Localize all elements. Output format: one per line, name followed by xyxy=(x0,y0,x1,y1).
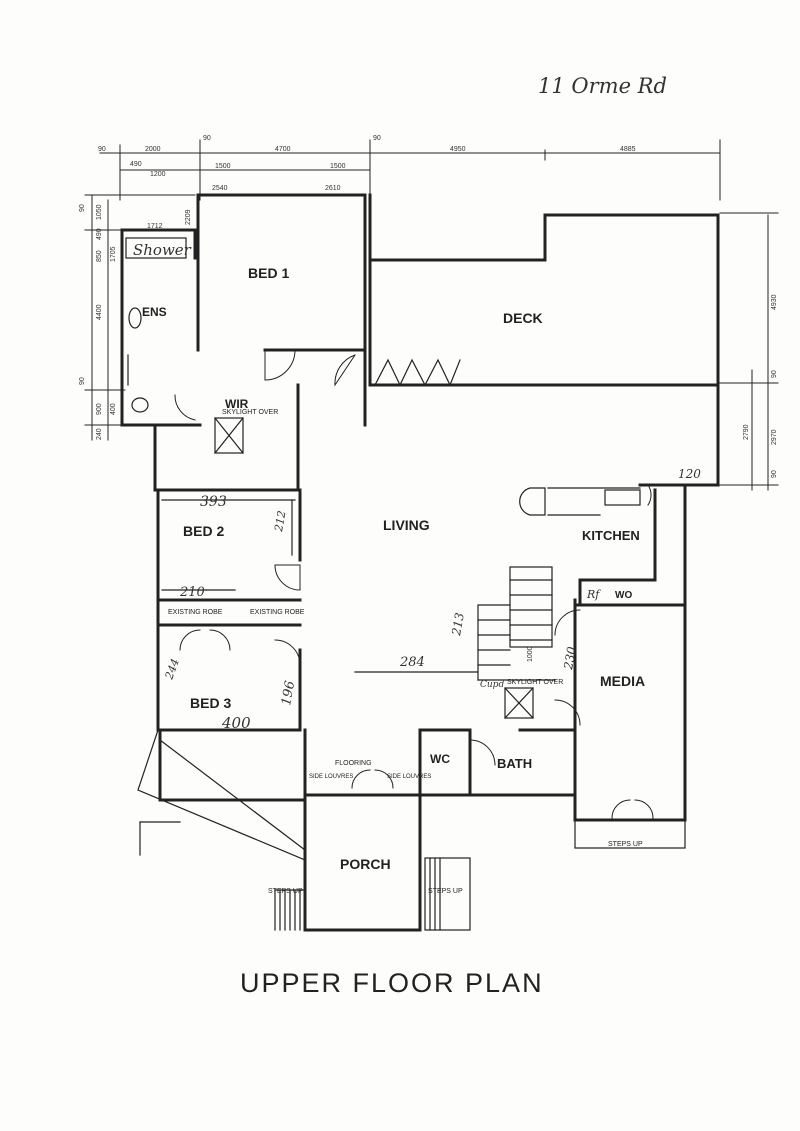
note-steps-up-right: STEPS UP xyxy=(428,888,463,895)
dim-top-1: 2000 xyxy=(145,146,161,153)
dim-right-3: 2970 xyxy=(771,429,778,445)
dim-right-4: 90 xyxy=(771,470,778,478)
dim-left-4: 1705 xyxy=(110,246,117,262)
hand-dim-400: 400 xyxy=(221,714,251,732)
hand-dim-213: 213 xyxy=(449,611,467,637)
dim-top-sub-2: 1500 xyxy=(215,163,231,170)
dim-left-3: 490 xyxy=(96,228,103,240)
note-side-louvres-right: SIDE LOUVRES xyxy=(387,774,431,780)
hand-dim-244: 244 xyxy=(162,657,182,682)
hand-dim-120: 120 xyxy=(678,467,701,481)
dim-top-5: 4950 xyxy=(450,146,466,153)
dim-top-0: 90 xyxy=(98,146,106,153)
room-label-ens: ENS xyxy=(142,305,167,319)
dim-right-2: 2790 xyxy=(743,424,750,440)
plan-title: UPPER FLOOR PLAN xyxy=(240,968,544,998)
note-skylight-stair: SKYLIGHT OVER xyxy=(507,679,563,686)
room-label-shower: Shower xyxy=(133,241,192,259)
dim-top-sub-3: 1500 xyxy=(330,163,346,170)
note-skylight-wir: SKYLIGHT OVER xyxy=(222,409,278,416)
dim-left-1: 1050 xyxy=(96,204,103,220)
dim-top-3: 4700 xyxy=(275,146,291,153)
room-label-bed2: BED 2 xyxy=(183,523,224,539)
note-steps-up-media: STEPS UP xyxy=(608,841,643,848)
hand-dim-210: 210 xyxy=(179,585,205,600)
right-dimension-lines xyxy=(719,212,779,491)
dim-left-2: 850 xyxy=(96,250,103,262)
room-label-kitchen: KITCHEN xyxy=(582,528,640,543)
dim-top-4: 90 xyxy=(373,135,381,142)
dim-left-9: 240 xyxy=(96,428,103,440)
dim-left-5: 4400 xyxy=(96,304,103,320)
room-label-wo: WO xyxy=(615,590,632,601)
hand-dim-1000: 1000 xyxy=(527,646,534,662)
hand-dim-212: 212 xyxy=(272,510,289,534)
dim-top-sub-5: 2610 xyxy=(325,185,341,192)
hand-dim-284: 284 xyxy=(399,655,425,670)
dim-top-2: 90 xyxy=(203,135,211,142)
dim-left-7: 900 xyxy=(96,403,103,415)
dim-left-10: 1712 xyxy=(147,223,163,230)
dim-top-sub-0: 490 xyxy=(130,161,142,168)
dim-right-0: 4930 xyxy=(771,294,778,310)
room-label-rf: Rf xyxy=(586,588,601,601)
note-flooring: FLOORING xyxy=(335,760,372,767)
room-label-bed3: BED 3 xyxy=(190,695,231,711)
top-dimension-text: 90 2000 90 4700 90 4950 4885 490 1200 15… xyxy=(98,135,636,192)
dim-right-1: 90 xyxy=(771,370,778,378)
hand-dim-196: 196 xyxy=(279,680,298,707)
room-label-living: LIVING xyxy=(383,517,430,533)
dim-top-sub-4: 2540 xyxy=(212,185,228,192)
room-label-deck: DECK xyxy=(503,310,543,326)
room-label-bed1: BED 1 xyxy=(248,265,289,281)
hand-dim-230: 230 xyxy=(561,645,579,671)
dim-top-6: 4885 xyxy=(620,146,636,153)
dim-left-6: 90 xyxy=(79,377,86,385)
note-existing-robe-bed3: EXISTING ROBE xyxy=(250,609,305,616)
dim-left-11: 2209 xyxy=(185,209,192,225)
dim-left-8: 400 xyxy=(110,403,117,415)
room-label-wc: WC xyxy=(430,752,450,766)
room-label-porch: PORCH xyxy=(340,856,391,872)
room-label-wir: WIR xyxy=(225,397,249,411)
dim-top-sub-1: 1200 xyxy=(150,171,166,178)
room-label-bath: BATH xyxy=(497,756,532,771)
room-label-media: MEDIA xyxy=(600,673,645,689)
left-dimension-text: 90 1050 850 490 1705 4400 90 900 400 240… xyxy=(79,204,192,440)
dim-left-0: 90 xyxy=(79,204,86,212)
room-label-cupd: Cupd xyxy=(480,680,504,690)
address-note: 11 Orme Rd xyxy=(538,74,667,98)
interior-lines xyxy=(125,237,686,931)
walls xyxy=(120,193,720,932)
note-side-louvres-left: SIDE LOUVRES xyxy=(309,774,353,780)
note-skylight-wir-line: SKYLIGHT OVER xyxy=(222,409,278,416)
hand-dim-393: 393 xyxy=(200,494,227,510)
top-dimension-lines xyxy=(99,139,721,201)
note-existing-robe-bed2: EXISTING ROBE xyxy=(168,609,223,616)
right-dimension-text: 4930 90 2790 2970 90 xyxy=(743,294,778,478)
note-steps-up-left: STEPS UP xyxy=(268,888,303,895)
door-swings xyxy=(174,349,654,819)
left-dimension-lines xyxy=(84,194,196,441)
